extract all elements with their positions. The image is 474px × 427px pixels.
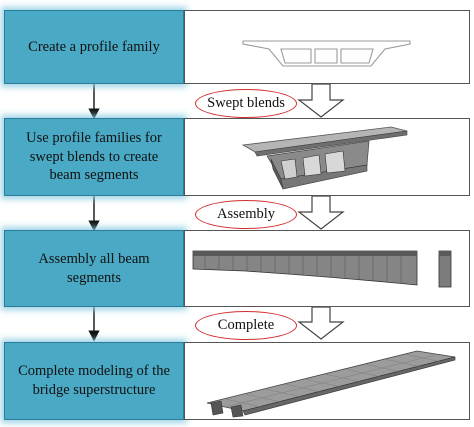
step-4-image-panel — [184, 342, 470, 420]
step-3-image-panel — [184, 230, 470, 307]
assembled-beam-drawing — [192, 250, 452, 288]
hollow-arrow-1 — [297, 83, 345, 118]
transition-complete-label: Complete — [195, 311, 297, 340]
beam-segment-3d-drawing — [241, 126, 408, 190]
step-2-box: Use profile families for swept blends to… — [4, 118, 184, 196]
step-3-label: Assembly all beam segments — [38, 250, 150, 286]
step-4-label: Complete modeling of the bridge superstr… — [18, 363, 170, 398]
transition-swept-blends-label: Swept blends — [195, 89, 297, 118]
hollow-arrow-2 — [297, 195, 345, 230]
bridge-superstructure-drawing — [206, 350, 456, 418]
hollow-arrow-3 — [297, 306, 345, 340]
profile-cross-section-drawing — [242, 40, 411, 67]
step-2-label: Use profile families for swept blends to… — [26, 130, 162, 184]
step-1-label: Create a profile family — [28, 38, 160, 55]
step-2-image-panel — [184, 118, 470, 196]
step-3-box: Assembly all beam segments — [4, 230, 184, 307]
transition-assembly-label: Assembly — [195, 200, 297, 229]
step-1-image-panel — [184, 10, 470, 84]
step-4-box: Complete modeling of the bridge superstr… — [4, 342, 184, 420]
step-1-box: Create a profile family — [4, 10, 184, 84]
